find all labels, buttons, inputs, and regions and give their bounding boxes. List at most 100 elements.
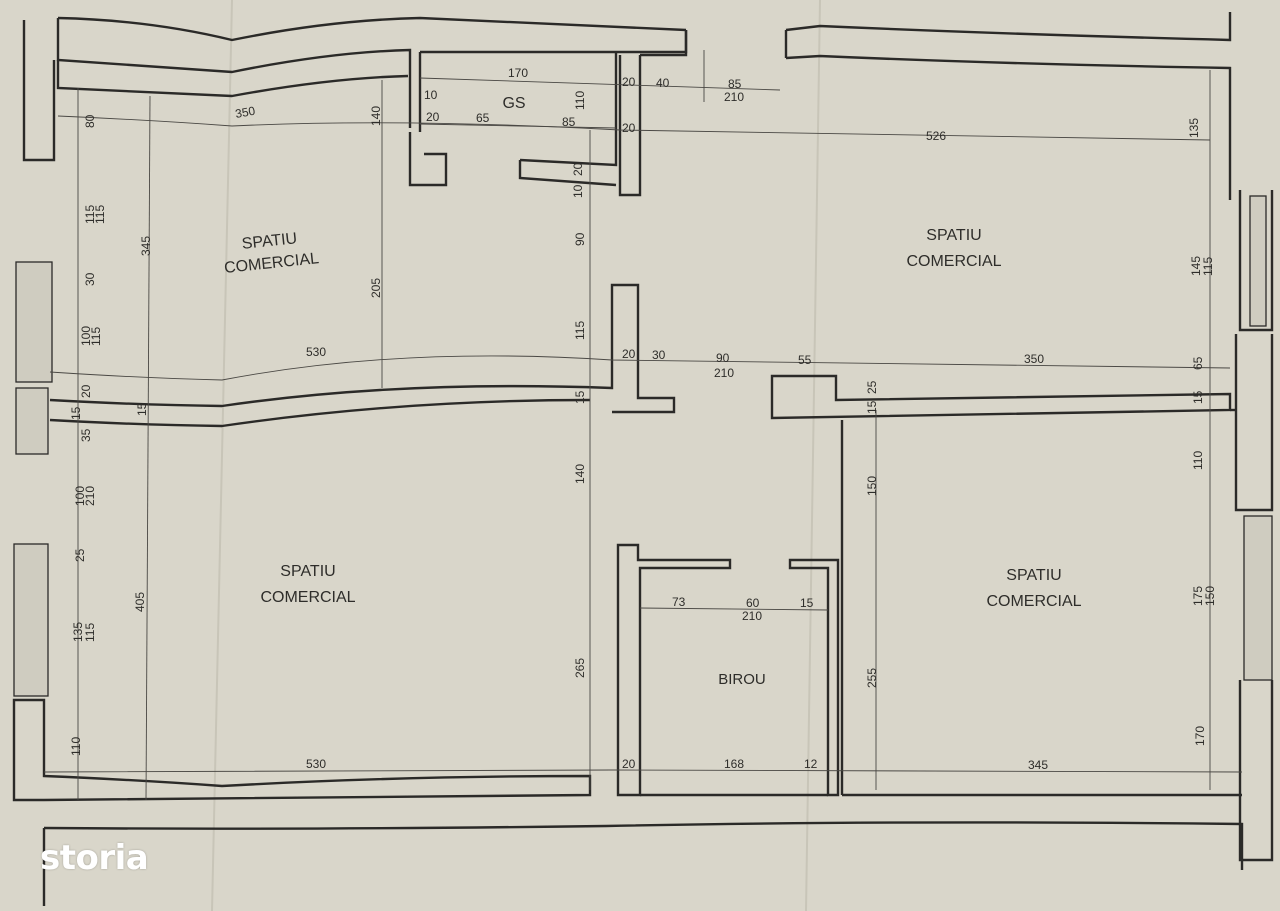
mid-left-wall-upper — [49, 283, 676, 414]
dim-line-bottom — [43, 769, 1243, 773]
left-wall-top — [22, 20, 56, 162]
dim-label: 25 — [73, 548, 87, 562]
dim-label: 145 — [1189, 256, 1203, 276]
right-wall-upper — [1238, 190, 1274, 332]
dim-label: 170 — [1193, 726, 1207, 746]
dim-label: 100 — [79, 326, 93, 346]
right-wall-lower — [1238, 680, 1274, 862]
dim-label: 30 — [83, 272, 97, 286]
dim-label: 115 — [89, 327, 103, 346]
dim-label: 168 — [724, 757, 744, 771]
dim-label: 530 — [306, 345, 326, 359]
dim-label: 115 — [83, 205, 97, 224]
dimension-labels: 170 20 40 85 210 10 20 65 85 110 20 80 1… — [69, 66, 1217, 772]
dim-label: 526 — [926, 129, 946, 143]
dim-label: 15 — [135, 402, 149, 416]
dim-label: 30 — [652, 348, 666, 362]
room-label-gs: GS — [502, 95, 525, 112]
window-right-lower — [1243, 515, 1273, 681]
room-label-top-left-line2: COMERCIAL — [223, 250, 319, 277]
dim-label: 210 — [714, 366, 734, 380]
storia-logo: storia — [40, 838, 149, 878]
dim-label: 345 — [139, 236, 153, 256]
top-left-wall-inner — [56, 60, 409, 98]
bottom-outer-wall — [43, 821, 1244, 870]
dim-label: 140 — [369, 106, 383, 126]
dim-label: 150 — [865, 476, 879, 496]
gs-top-wall — [420, 30, 688, 54]
paper-fold-right — [805, 0, 821, 911]
top-left-wall-outer — [56, 18, 412, 128]
dim-label: 115 — [573, 321, 587, 340]
dim-label: 20 — [426, 110, 440, 124]
gs-right-wall — [519, 52, 618, 167]
dim-label: 15 — [69, 406, 83, 420]
top-wall-edge — [57, 16, 687, 42]
dim-label: 20 — [622, 347, 636, 361]
dim-label: 175 — [1191, 586, 1205, 606]
room-label-birou: BIROU — [718, 671, 766, 688]
dim-label: 85 — [728, 77, 742, 91]
dim-line-middle — [49, 355, 1231, 381]
dim-label: 85 — [562, 115, 576, 129]
walls — [12, 12, 1274, 906]
dim-label: 150 — [1203, 586, 1217, 606]
dim-label: 115 — [83, 623, 97, 642]
dim-label: 350 — [234, 104, 256, 121]
dim-label: 210 — [83, 486, 97, 506]
dimension-lines — [43, 50, 1243, 801]
dim-label: 350 — [1024, 352, 1044, 366]
dim-label: 210 — [742, 609, 762, 623]
window-left-lower — [13, 543, 49, 697]
dim-label: 40 — [656, 76, 670, 90]
room-labels: SPATIU COMERCIAL SPATIU COMERCIAL SPATIU… — [223, 95, 1081, 688]
birou-left-wall — [616, 543, 732, 797]
gs-door-jamb — [640, 30, 688, 57]
room-label-bottom-left-line2: COMERCIAL — [260, 589, 355, 606]
mid-right-wall — [770, 374, 1232, 420]
dim-label: 65 — [476, 111, 490, 125]
room-label-bottom-right-line2: COMERCIAL — [986, 593, 1081, 610]
dim-label: 35 — [79, 428, 93, 442]
dim-label: 170 — [508, 66, 528, 80]
dim-label: 15 — [1191, 390, 1205, 404]
dim-label: 10 — [571, 184, 585, 198]
dim-label: 255 — [865, 668, 879, 688]
dim-label: 110 — [1191, 451, 1205, 470]
dim-label: 265 — [573, 658, 587, 678]
dim-label: 10 — [424, 88, 438, 102]
dim-label: 15 — [800, 596, 814, 610]
dim-label: 90 — [716, 351, 730, 365]
dim-label: 110 — [573, 91, 587, 110]
dim-label: 100 — [73, 486, 87, 506]
mid-left-wall-lower — [49, 398, 591, 428]
dim-label: 115 — [1201, 257, 1215, 276]
dim-line-left-total — [145, 95, 151, 801]
room-label-bottom-right-line1: SPATIU — [1006, 567, 1061, 584]
dim-label: 60 — [746, 596, 760, 610]
dim-label: 530 — [306, 757, 326, 771]
top-right-wall-inner — [785, 54, 1232, 200]
windows — [13, 195, 1273, 697]
top-right-wall-outer — [785, 12, 1232, 42]
dim-line-top — [57, 115, 1211, 141]
room-label-bottom-left-line1: SPATIU — [280, 563, 335, 580]
dim-label: 25 — [865, 380, 879, 394]
paper-fold-left — [211, 0, 233, 911]
dim-label: 20 — [622, 75, 636, 89]
dim-label: 115 — [93, 205, 107, 224]
dim-label: 110 — [69, 737, 83, 756]
dim-label: 345 — [1028, 758, 1048, 772]
dim-label: 80 — [83, 114, 97, 128]
room-label-top-left-line1: SPATIU — [241, 230, 298, 253]
dim-label: 405 — [133, 592, 147, 612]
dim-line-birou — [639, 607, 829, 611]
room-label-top-right-line1: SPATIU — [926, 227, 981, 244]
dim-label: 20 — [571, 162, 585, 176]
room-label-top-right-line2: COMERCIAL — [906, 253, 1001, 270]
dim-label: 20 — [79, 384, 93, 398]
dim-label: 12 — [804, 757, 818, 771]
dim-label: 55 — [798, 353, 812, 367]
gs-bottom-left — [408, 132, 448, 187]
